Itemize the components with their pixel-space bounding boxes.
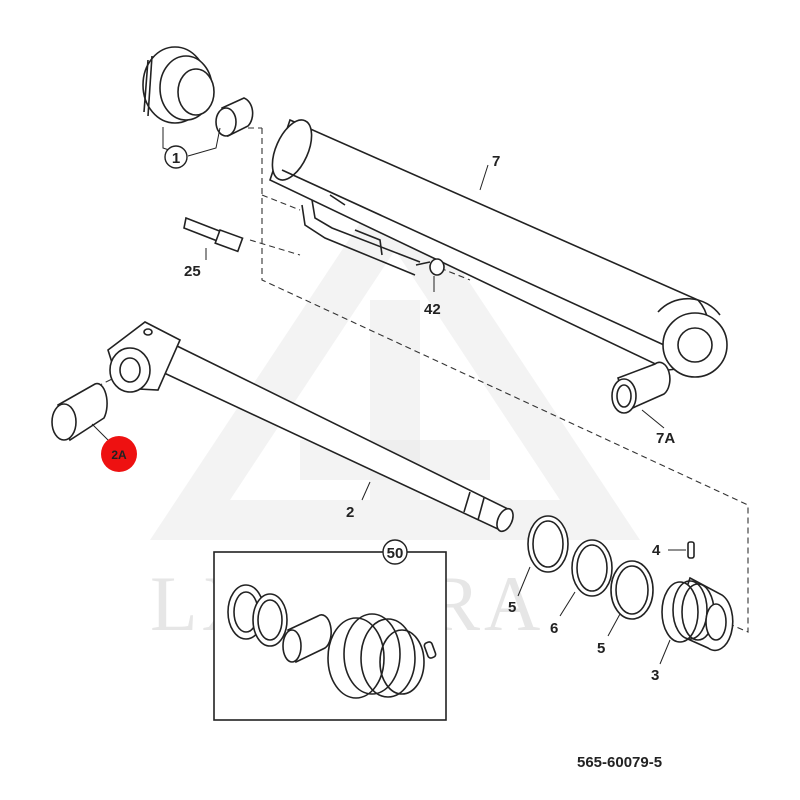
leader-6: [559, 591, 576, 617]
leader-7a: [641, 409, 665, 429]
callout-2a: 2A: [101, 436, 137, 472]
part-7a-bushing: [611, 361, 671, 414]
leader-5b: [607, 613, 621, 637]
part-5-seal-a: [527, 515, 569, 573]
leader-2: [361, 481, 371, 501]
leader-3: [659, 639, 671, 665]
part-1-gland: [142, 46, 254, 138]
part-25-fitting: [183, 216, 244, 253]
callout-4: 4: [652, 542, 661, 559]
figure-number: 565-60079-5: [577, 754, 662, 771]
callout-7: 7: [492, 153, 500, 170]
callout-7a: 7A: [656, 430, 675, 447]
svg-text:2A: 2A: [111, 448, 127, 462]
callout-1: 1: [164, 145, 188, 169]
part-4-pin: [687, 541, 695, 559]
callout-2: 2: [346, 504, 354, 521]
callout-42: 42: [424, 301, 441, 318]
part-3-piston: [661, 576, 734, 652]
part-2-piston-rod: [107, 321, 514, 533]
part-5-seal-b: [610, 560, 654, 620]
callout-5b: 5: [597, 640, 605, 657]
callout-6: 6: [550, 620, 558, 637]
callout-25: 25: [184, 263, 201, 280]
leader-5a: [517, 566, 531, 597]
part-2a-bushing: [51, 382, 108, 442]
callout-50: 50: [382, 539, 408, 565]
callout-5a: 5: [508, 599, 516, 616]
part-7-cylinder-barrel: [269, 118, 728, 378]
part-6-seal: [571, 539, 613, 597]
svg-text:1: 1: [172, 150, 180, 167]
svg-text:50: 50: [387, 545, 404, 562]
callout-3: 3: [651, 667, 659, 684]
port-tube: [301, 194, 421, 276]
kit-50-box: [213, 551, 447, 721]
leader-2a: [91, 423, 111, 443]
part-42-fitting: [415, 258, 445, 276]
leader-7: [479, 164, 489, 191]
